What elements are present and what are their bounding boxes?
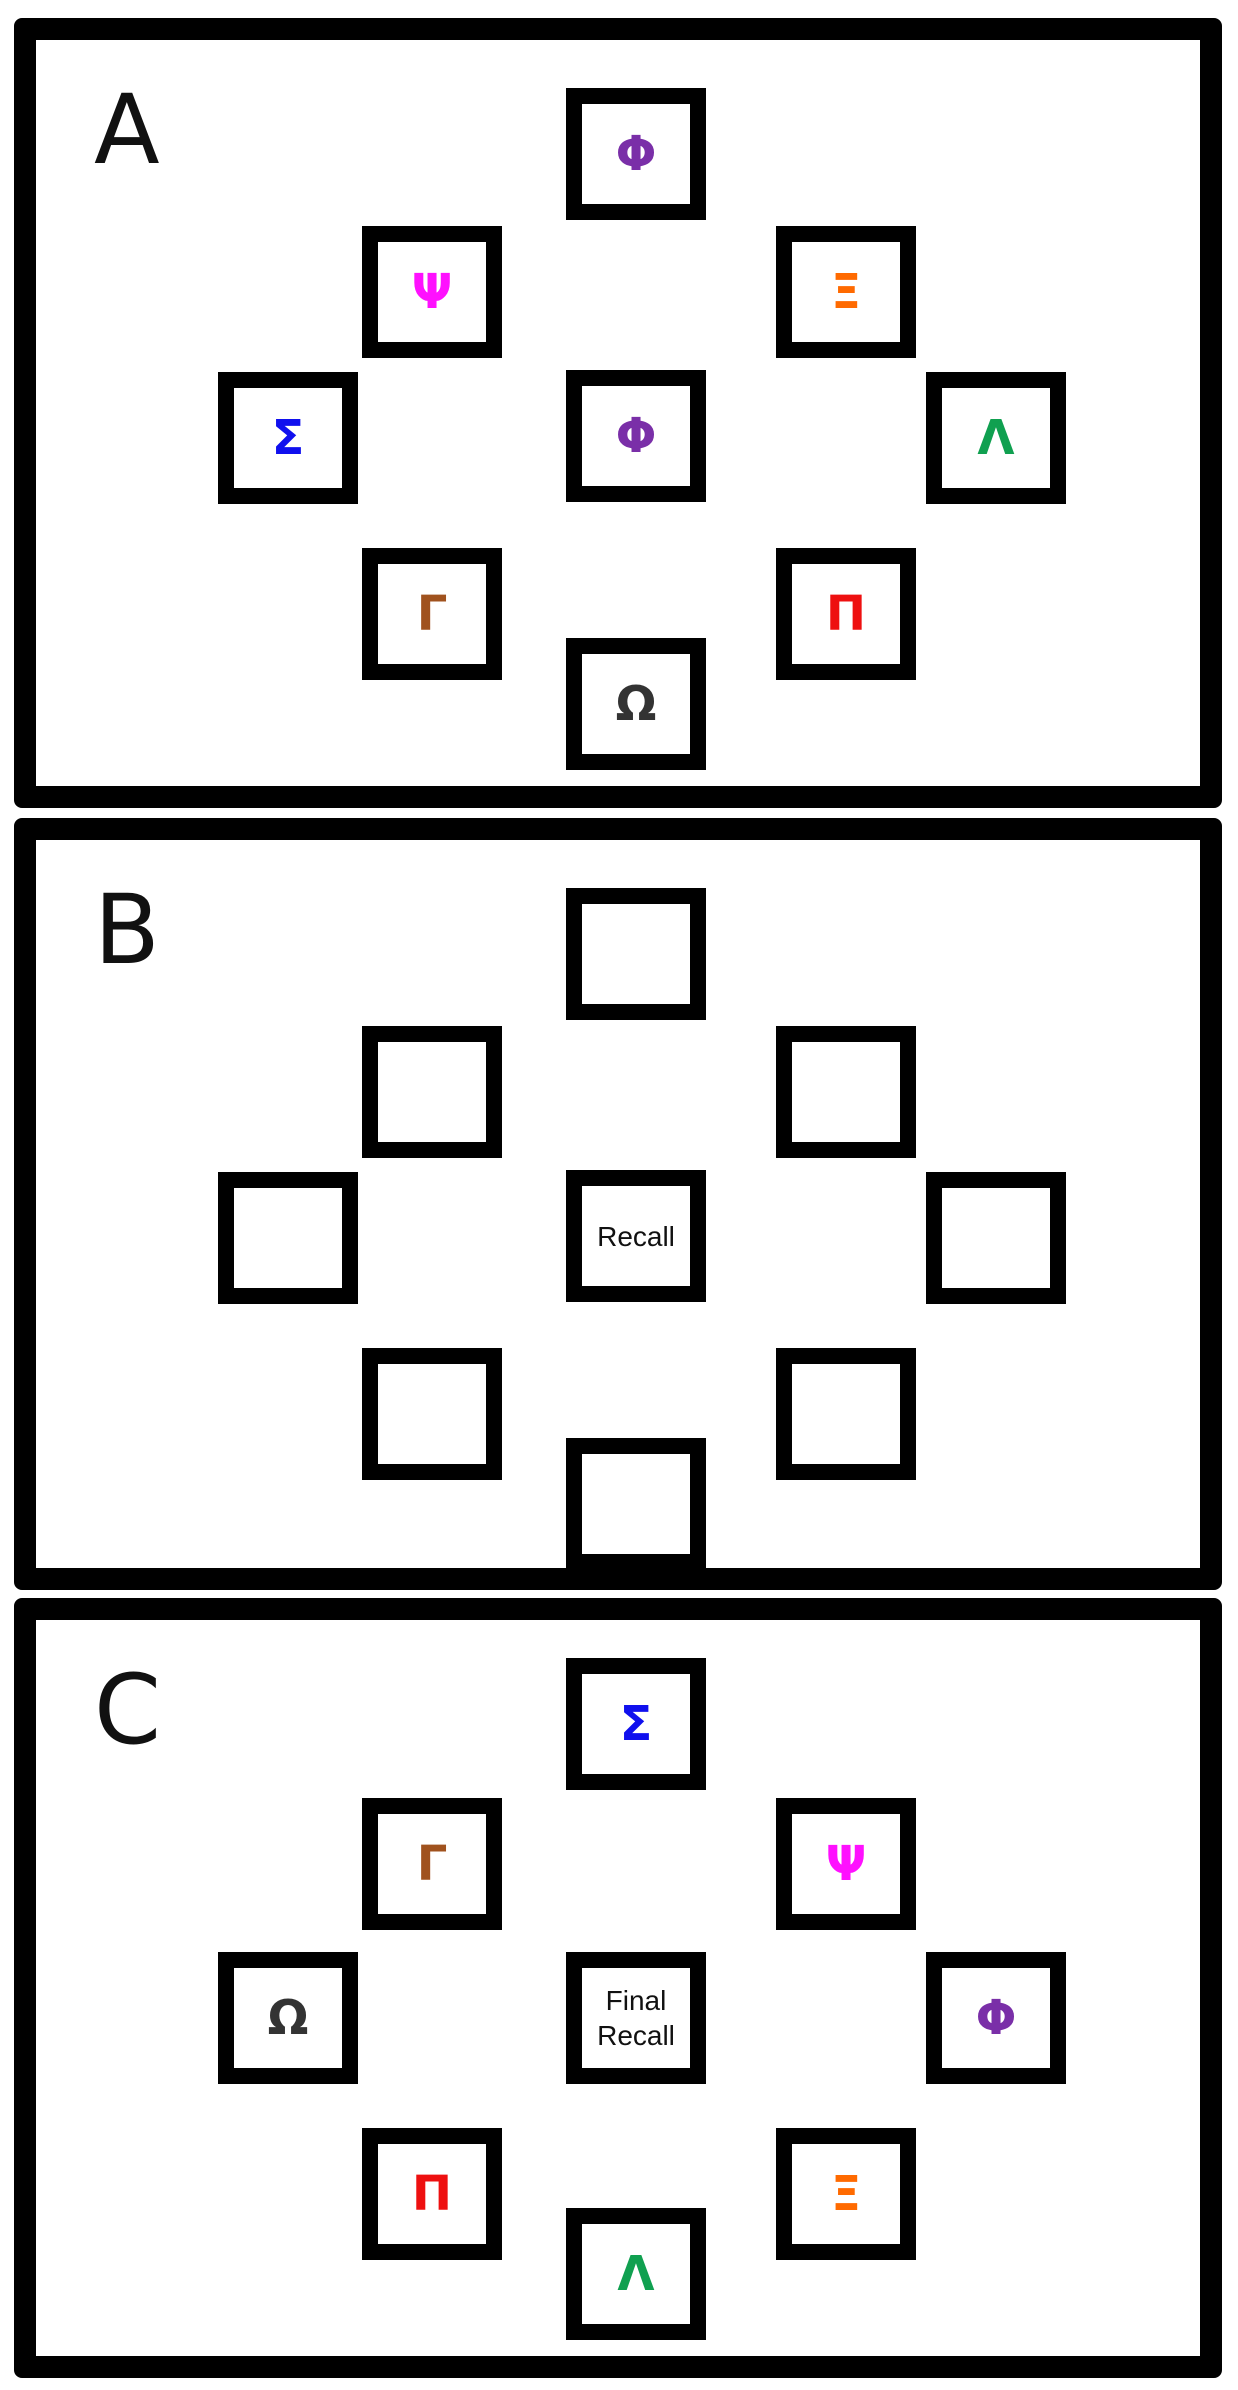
symbol-left: Ω <box>267 1990 309 2046</box>
symbol-upper-left: Γ <box>416 1836 448 1892</box>
symbol-right: Φ <box>975 1990 1017 2046</box>
symbol-lower-left: Γ <box>416 586 448 642</box>
cell-upper-right: Ξ <box>776 226 916 358</box>
cell-left: Σ <box>218 372 358 504</box>
panel-label-b: B <box>94 874 160 986</box>
symbol-top: Σ <box>619 1696 653 1752</box>
cell-upper-left: Ψ <box>362 226 502 358</box>
symbol-upper-right: Ψ <box>825 1836 867 1892</box>
panel-label-a: A <box>94 74 160 186</box>
symbol-lower-right: Π <box>825 586 867 642</box>
cell-right <box>926 1172 1066 1304</box>
cell-center: Φ <box>566 370 706 502</box>
symbol-top: Φ <box>615 126 657 182</box>
symbol-lower-left: Π <box>411 2166 453 2222</box>
panel-c: C Σ Γ Ψ Ω Final Recall Φ Π Ξ Λ <box>14 1598 1222 2378</box>
cell-upper-right <box>776 1026 916 1158</box>
cell-left <box>218 1172 358 1304</box>
symbol-left: Σ <box>271 410 305 466</box>
symbol-bottom: Λ <box>617 2246 655 2302</box>
cell-bottom: Λ <box>566 2208 706 2340</box>
cell-lower-right <box>776 1348 916 1480</box>
panel-a: A Φ Ψ Ξ Σ Φ Λ Γ Π Ω <box>14 18 1222 808</box>
symbol-upper-left: Ψ <box>411 264 453 320</box>
symbol-center: Φ <box>615 408 657 464</box>
cell-lower-left <box>362 1348 502 1480</box>
cell-left: Ω <box>218 1952 358 2084</box>
cell-bottom: Ω <box>566 638 706 770</box>
cell-lower-left: Γ <box>362 548 502 680</box>
symbol-bottom: Ω <box>615 676 657 732</box>
cell-center: Recall <box>566 1170 706 1302</box>
final-recall-cue: Final Recall <box>597 1983 675 2053</box>
cell-bottom <box>566 1438 706 1570</box>
recall-cue: Recall <box>597 1220 675 1252</box>
cell-lower-right: Π <box>776 548 916 680</box>
cell-lower-left: Π <box>362 2128 502 2260</box>
panel-label-c: C <box>94 1654 162 1766</box>
cell-right: Φ <box>926 1952 1066 2084</box>
cell-right: Λ <box>926 372 1066 504</box>
cell-upper-left: Γ <box>362 1798 502 1930</box>
cell-upper-left <box>362 1026 502 1158</box>
cell-top <box>566 888 706 1020</box>
cell-top: Φ <box>566 88 706 220</box>
final-recall-line-2: Recall <box>597 2020 675 2051</box>
final-recall-line-1: Final <box>605 1985 667 2016</box>
cell-upper-right: Ψ <box>776 1798 916 1930</box>
panel-b: B Recall <box>14 818 1222 1590</box>
symbol-upper-right: Ξ <box>830 264 862 320</box>
symbol-right: Λ <box>977 410 1015 466</box>
symbol-lower-right: Ξ <box>830 2166 862 2222</box>
cell-lower-right: Ξ <box>776 2128 916 2260</box>
cell-center: Final Recall <box>566 1952 706 2084</box>
cell-top: Σ <box>566 1658 706 1790</box>
